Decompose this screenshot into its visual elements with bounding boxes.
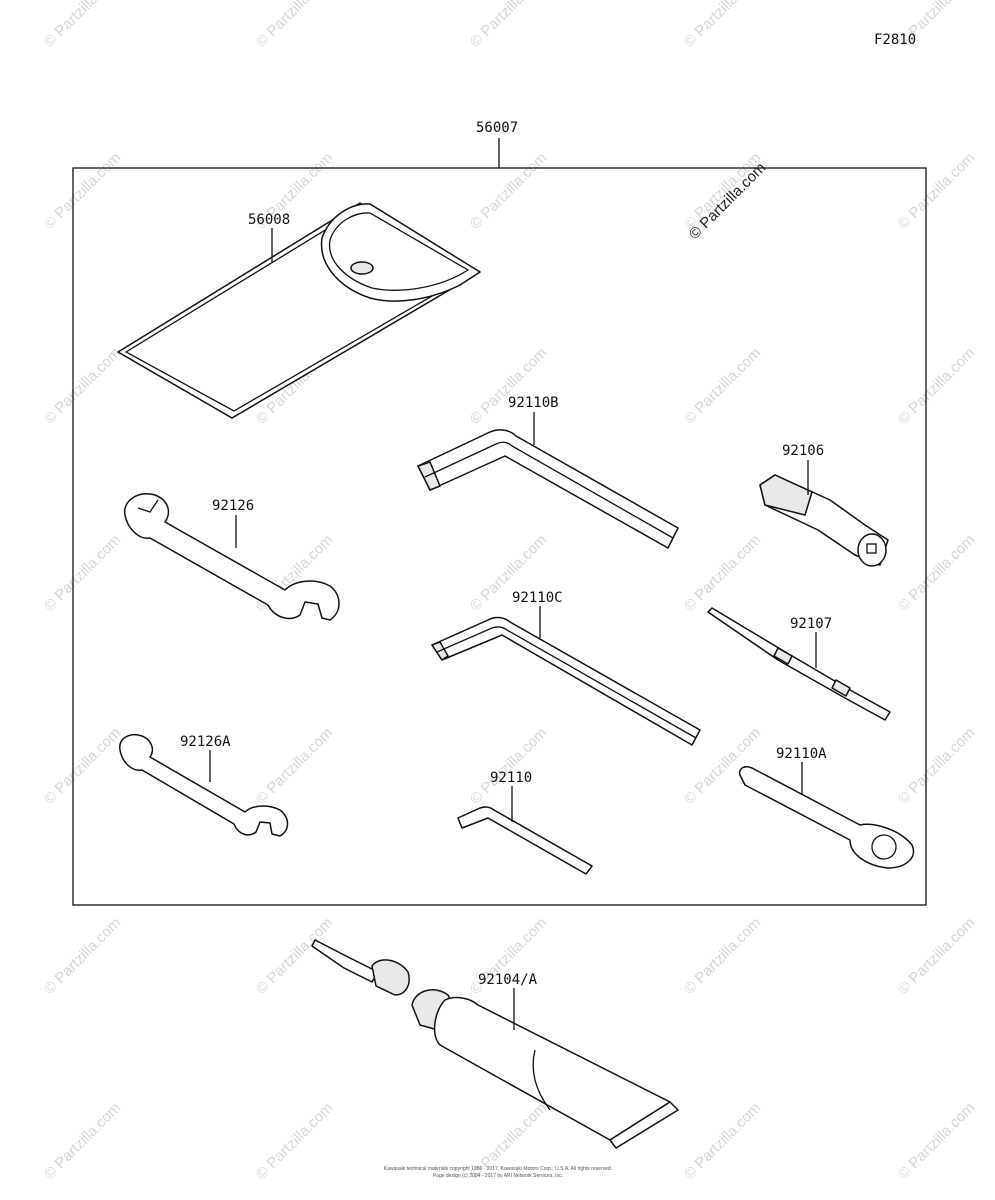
tool-pouch-drawing: [117, 202, 481, 419]
partzilla-watermark: © Partzilla.com: [253, 914, 336, 997]
part-label-92107[interactable]: 92107: [790, 616, 832, 632]
partzilla-watermark: © Partzilla.com: [895, 149, 978, 232]
part-label-92106[interactable]: 92106: [782, 443, 824, 459]
screwdriver-handle-drawing: [759, 474, 889, 567]
partzilla-watermark: © Partzilla.com: [41, 1099, 124, 1182]
partzilla-watermark: © Partzilla.com: [895, 914, 978, 997]
copyright-line-2: Page design (c) 2004 - 2017 by ARI Netwo…: [433, 1173, 563, 1179]
part-label-92110c[interactable]: 92110C: [512, 590, 563, 606]
partzilla-watermark: © Partzilla.com: [253, 0, 336, 51]
partzilla-watermark: © Partzilla.com: [253, 1099, 336, 1182]
partzilla-watermark: © Partzilla.com: [467, 149, 550, 232]
spanner-92126a-drawing: [119, 734, 289, 837]
part-label-56008[interactable]: 56008: [248, 212, 290, 228]
partzilla-watermark: © Partzilla.com: [686, 159, 769, 242]
part-label-92110[interactable]: 92110: [490, 770, 532, 786]
figure-id: F2810: [874, 32, 916, 48]
partzilla-watermark: © Partzilla.com: [895, 1099, 978, 1182]
partzilla-watermark: © Partzilla.com: [467, 344, 550, 427]
watermark-layer: © Partzilla.com© Partzilla.com© Partzill…: [41, 0, 978, 1183]
partzilla-watermark: © Partzilla.com: [895, 724, 978, 807]
part-label-92104a[interactable]: 92104/A: [478, 972, 538, 988]
partzilla-watermark: © Partzilla.com: [41, 0, 124, 51]
partzilla-watermark: © Partzilla.com: [41, 344, 124, 427]
partzilla-watermark: © Partzilla.com: [41, 531, 124, 614]
part-label-92110a[interactable]: 92110A: [776, 746, 827, 762]
partzilla-watermark: © Partzilla.com: [681, 531, 764, 614]
hex-wrench-b-drawing: [417, 429, 679, 549]
spanner-92126-drawing: [124, 493, 340, 621]
partzilla-watermark: © Partzilla.com: [467, 724, 550, 807]
partzilla-watermark: © Partzilla.com: [253, 724, 336, 807]
partzilla-watermark: © Partzilla.com: [681, 149, 764, 232]
partzilla-watermark: © Partzilla.com: [467, 0, 550, 51]
partzilla-watermark: © Partzilla.com: [681, 914, 764, 997]
partzilla-watermark: © Partzilla.com: [895, 344, 978, 427]
hex-wrench-drawing: [457, 806, 593, 875]
partzilla-watermark: © Partzilla.com: [41, 724, 124, 807]
partzilla-watermark: © Partzilla.com: [681, 1099, 764, 1182]
part-label-92126[interactable]: 92126: [212, 498, 254, 514]
partzilla-watermark: © Partzilla.com: [681, 0, 764, 51]
part-label-92126a[interactable]: 92126A: [180, 734, 231, 750]
grease-tube-drawing: [311, 939, 679, 1149]
partzilla-watermark: © Partzilla.com: [895, 531, 978, 614]
partzilla-watermark: © Partzilla.com: [41, 914, 124, 997]
partzilla-watermark: © Partzilla.com: [681, 344, 764, 427]
copyright-line-1: Kawasaki technical materials copyright 1…: [384, 1166, 612, 1172]
part-label-56007[interactable]: 56007: [476, 120, 518, 136]
partzilla-watermark: © Partzilla.com: [41, 149, 124, 232]
hex-wrench-c-drawing: [431, 616, 701, 746]
screwdriver-bit-drawing: [707, 607, 891, 721]
part-label-92110b[interactable]: 92110B: [508, 395, 559, 411]
ring-wrench-drawing: [738, 766, 915, 869]
